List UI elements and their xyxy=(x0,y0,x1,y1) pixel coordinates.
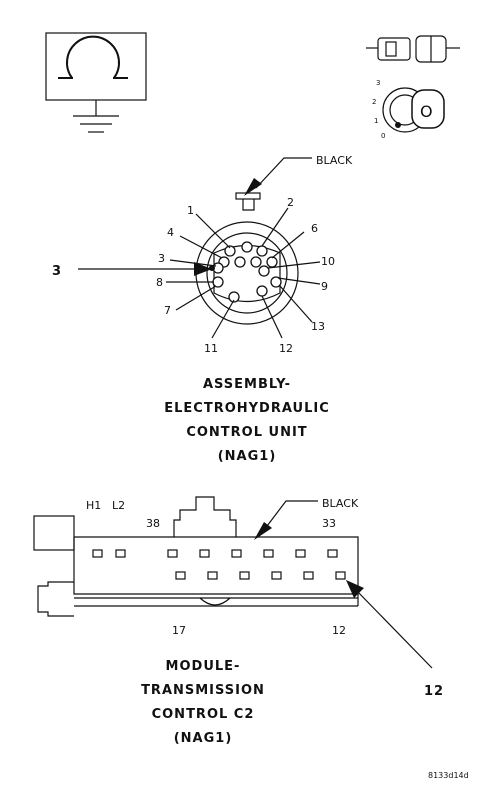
ehcu-title-line-2: ELECTROHYDRAULIC xyxy=(164,401,330,416)
ignition-position-2: 2 xyxy=(372,98,376,106)
connector-disconnect-icon xyxy=(366,35,460,63)
ehcu-pin-10: 10 xyxy=(321,255,335,268)
ohmmeter-icon xyxy=(45,32,147,133)
tcm-pin-38: 38 xyxy=(146,517,160,530)
ehcu-title-line-4: (NAG1) xyxy=(218,449,277,464)
ehcu-pin-8: 8 xyxy=(156,276,163,289)
ehcu-wire-color: BLACK xyxy=(316,154,353,167)
tcm-wire-color: BLACK xyxy=(322,497,359,510)
tcm-title-line-3: CONTROL C2 xyxy=(152,707,255,722)
ehcu-pin-12: 12 xyxy=(279,342,293,355)
ehcu-title-line-3: CONTROL UNIT xyxy=(186,425,307,440)
ehcu-pin-9: 9 xyxy=(321,280,328,293)
tcm-label-h1: H1 xyxy=(86,499,101,512)
ehcu-pin-1: 1 xyxy=(187,204,194,217)
ehcu-pin-3: 3 xyxy=(158,252,165,265)
tcm-pin-17: 17 xyxy=(172,624,186,637)
ehcu-pin-2: 2 xyxy=(287,196,294,209)
ignition-position-1: 1 xyxy=(374,117,378,125)
tcm-title-line-1: MODULE- xyxy=(166,659,241,674)
ehcu-pin-4: 4 xyxy=(167,226,174,239)
tcm-pin-33: 33 xyxy=(322,517,336,530)
ehcu-pin-6: 6 xyxy=(311,222,318,235)
tcm-pin-12: 12 xyxy=(332,624,346,637)
ehcu-connector: BLACK xyxy=(52,154,353,464)
tcm-title-line-2: TRANSMISSION xyxy=(141,683,265,698)
ehcu-pin-11: 11 xyxy=(204,342,218,355)
ehcu-title-line-1: ASSEMBLY- xyxy=(203,377,291,392)
ehcu-pin-13: 13 xyxy=(311,320,325,333)
tcm-label-l2: L2 xyxy=(112,499,125,512)
ehcu-callout: 3 xyxy=(52,264,62,279)
tcm-connector: H1 L2 38 BLACK 33 xyxy=(33,496,444,746)
ignition-position-3: 3 xyxy=(376,79,380,87)
tcm-title-line-4: (NAG1) xyxy=(174,731,233,746)
tcm-callout: 12 xyxy=(424,684,444,699)
ignition-position-0: 0 xyxy=(381,132,385,140)
ehcu-pin-7: 7 xyxy=(164,304,171,317)
ignition-key-icon: 3 2 1 0 O xyxy=(372,79,445,140)
figure-id: 8133d14d xyxy=(428,771,469,780)
ignition-key-label: O xyxy=(420,102,433,121)
